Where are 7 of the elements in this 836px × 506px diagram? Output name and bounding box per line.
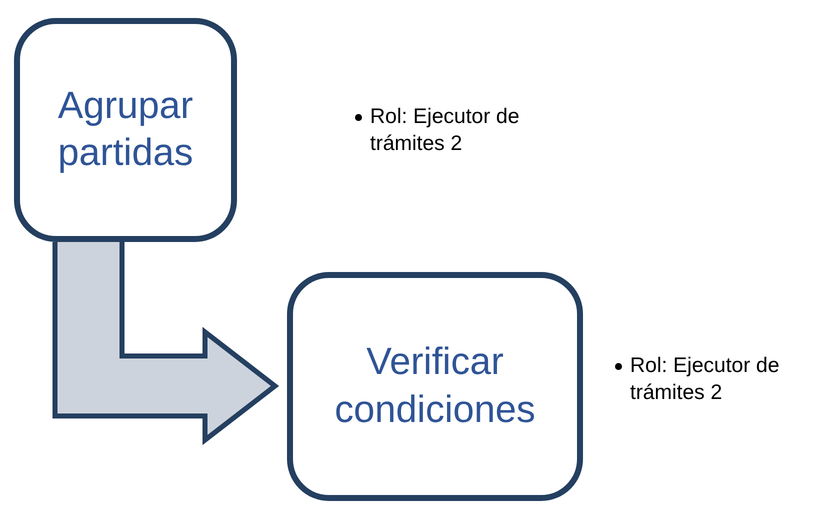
- role-note: Rol: Ejecutor de trámites 2: [370, 104, 520, 158]
- role-note: Rol: Ejecutor de trámites 2: [630, 353, 780, 406]
- bent-block-arrow: [52, 240, 280, 446]
- step-label: Verificar condiciones: [334, 340, 536, 432]
- step-label: Agrupar partidas: [56, 84, 194, 176]
- process-box: [287, 272, 583, 501]
- process-box: [14, 18, 237, 242]
